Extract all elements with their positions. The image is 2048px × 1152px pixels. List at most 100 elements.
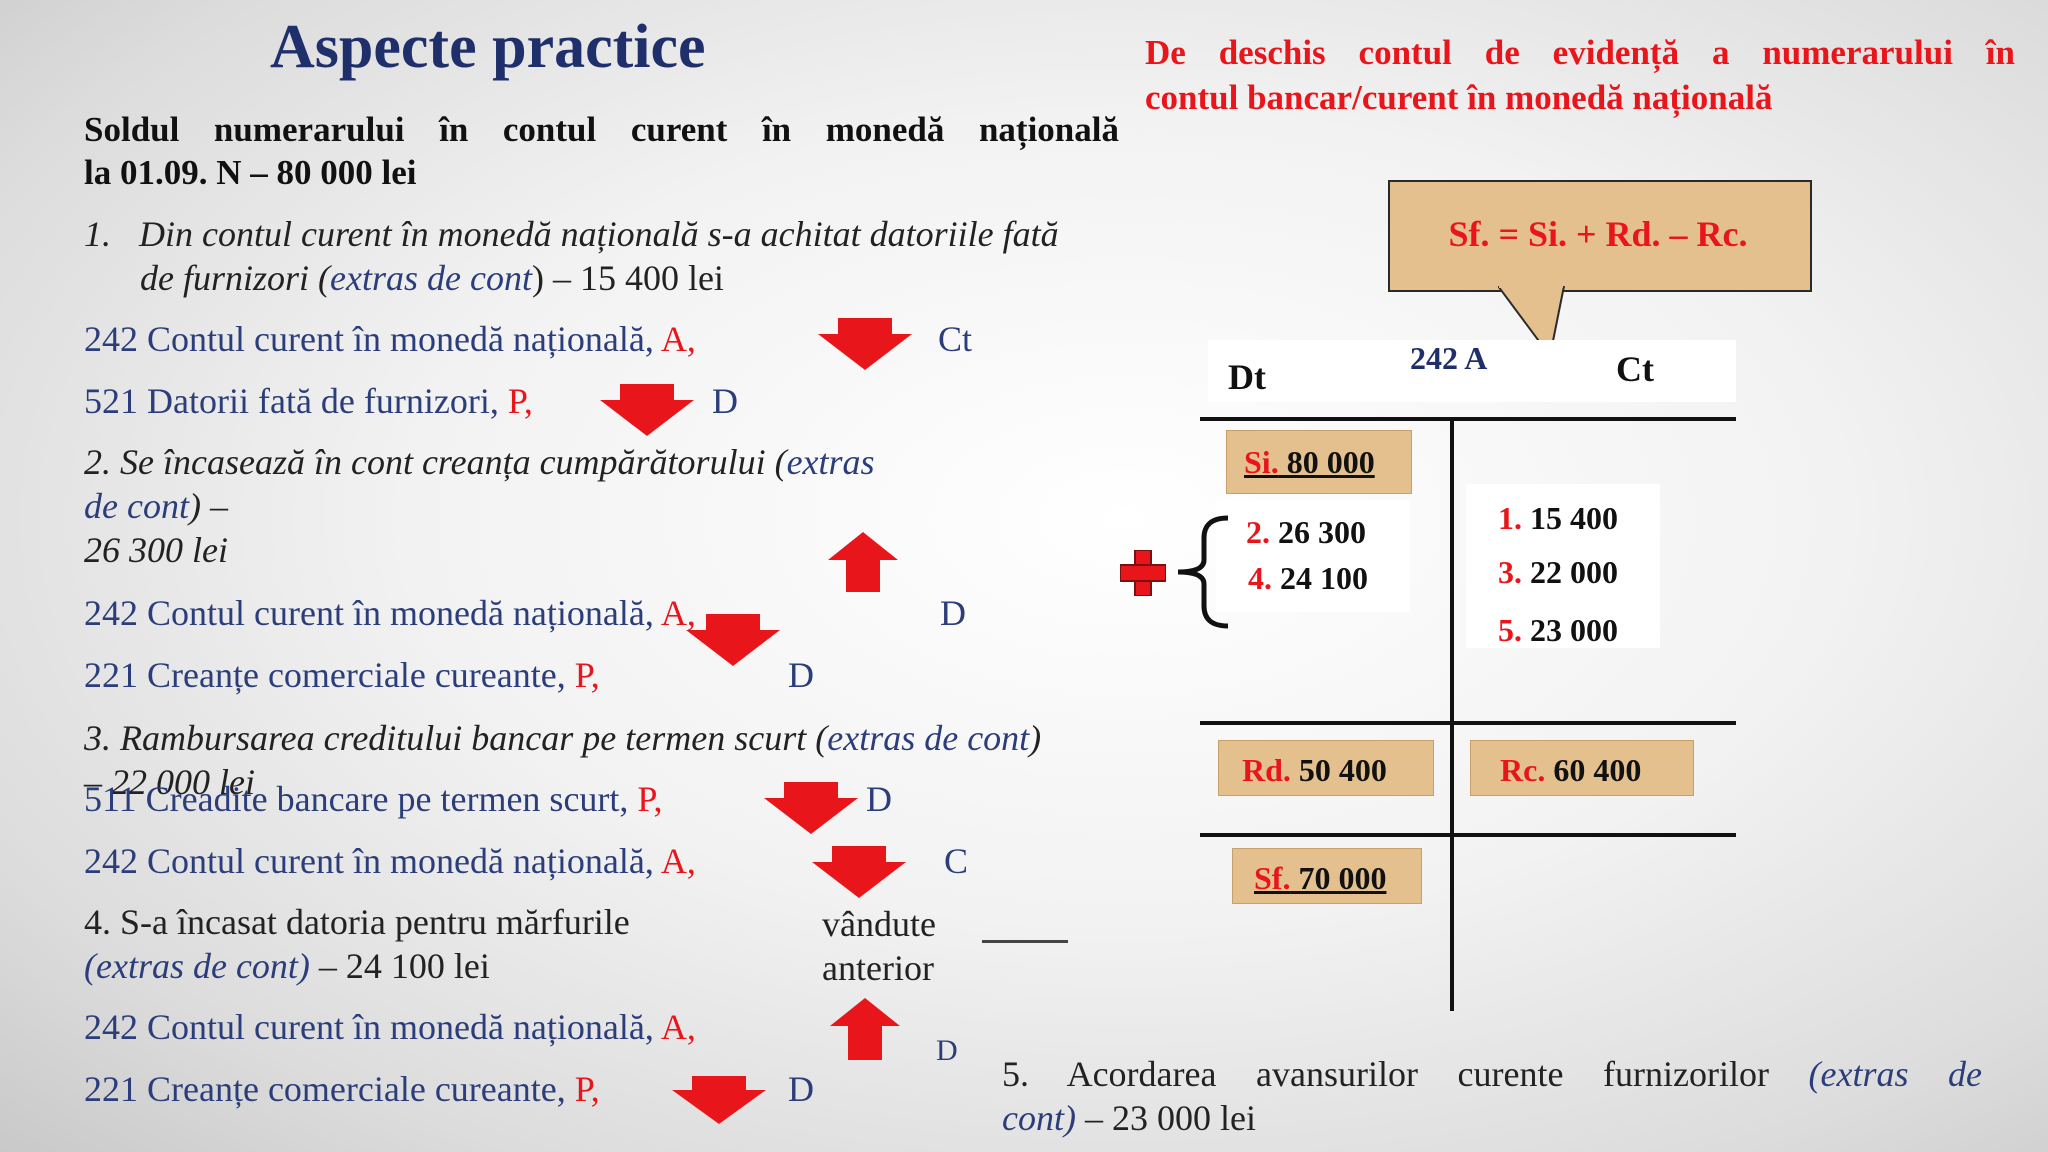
taccount-name: 242 A xyxy=(1410,340,1488,376)
op1-text-a: Din contul curent în monedă națională s-… xyxy=(139,214,1059,254)
op2-text-b: ) – xyxy=(188,486,228,526)
opening-balance: Soldul numerarului în contul curent în m… xyxy=(84,108,1119,194)
arrow-up-icon xyxy=(828,532,898,592)
initial-balance: Si. 80 000 xyxy=(1244,444,1375,480)
credit-entry: 3. 22 000 xyxy=(1498,554,1618,590)
op2-paren-b: de cont xyxy=(84,486,189,526)
arrow-down-icon xyxy=(812,846,906,898)
entry-7-line: 242 Contul curent în monedă națională, A… xyxy=(84,1006,696,1048)
op5-text-b: – 23 000 lei xyxy=(1075,1098,1256,1138)
entry-1-line: 242 Contul curent în monedă națională, A… xyxy=(84,318,696,360)
op3-paren: extras de cont xyxy=(827,718,1030,758)
header-line-2: contul bancar/curent în monedă națională xyxy=(1145,78,1773,117)
op3-text-c: – 22 000 lei xyxy=(84,762,255,802)
taccount-dt: Dt xyxy=(1228,357,1266,397)
entry-account: 221 Creanțe comerciale cureante, xyxy=(84,655,575,695)
formula-text: Sf. = Si. + Rd. – Rc. xyxy=(1448,214,1748,254)
arrow-up-icon xyxy=(830,998,900,1060)
entry-account: 242 Contul curent în monedă națională, xyxy=(84,319,661,359)
op4-text-a: 4. S-a încasat datoria pentru mărfurile xyxy=(84,902,630,942)
taccount-vertical-line xyxy=(1450,419,1454,1011)
op1-paren: extras de cont xyxy=(330,258,532,298)
opening-balance-line-2: la 01.09. N – 80 000 lei xyxy=(84,153,417,192)
entry-type: A, xyxy=(660,319,696,359)
debit-entry: 4. 24 100 xyxy=(1248,560,1368,596)
credit-entry: 5. 23 000 xyxy=(1498,612,1618,648)
formula-callout xyxy=(1388,180,1812,292)
entry-type: A, xyxy=(660,1007,696,1047)
arrow-down-icon xyxy=(686,614,780,666)
credit-entries-box xyxy=(1466,484,1660,648)
taccount-balance-line xyxy=(1200,833,1736,837)
entry-side: D xyxy=(712,381,738,421)
final-balance-box xyxy=(1232,848,1422,904)
entry-side: D xyxy=(936,1034,958,1067)
entry-type: P, xyxy=(507,381,533,421)
entry-side: D xyxy=(788,655,814,695)
entry-account: 242 Contul curent în monedă națională, xyxy=(84,841,661,881)
op2-text-c: 26 300 lei xyxy=(84,530,228,570)
entry-5-line: 511 Creadite bancare pe termen scurt, P, xyxy=(84,778,662,820)
entry-8-line: 221 Creanțe comerciale cureante, P, xyxy=(84,1068,600,1110)
operation-1: 1. Din contul curent în monedă națională … xyxy=(84,212,1059,300)
taccount-header-bg xyxy=(1208,340,1736,402)
entry-type: A, xyxy=(660,593,696,633)
arrow-down-icon xyxy=(818,318,912,370)
op1-text-c: ) – 15 400 lei xyxy=(531,258,724,298)
initial-balance-box xyxy=(1226,430,1412,494)
brace-icon xyxy=(1177,515,1229,629)
entry-account: 242 Contul curent în monedă națională, xyxy=(84,593,661,633)
debit-entries-box xyxy=(1216,500,1410,612)
opening-balance-line-1: Soldul numerarului în contul curent în m… xyxy=(84,110,1119,149)
header-instruction: De deschis contul de evidență a numeraru… xyxy=(1145,30,2015,120)
plus-icon xyxy=(1120,550,1166,596)
page-title: Aspecte practice xyxy=(270,13,706,81)
entry-2-line: 521 Datorii fată de furnizori, P, xyxy=(84,380,533,422)
entry-account: 521 Datorii fată de furnizori, xyxy=(84,381,508,421)
taccount-ct: Ct xyxy=(1616,349,1654,389)
op5-paren-a: (extras de xyxy=(1808,1054,1983,1094)
header-line-1: De deschis contul de evidență a numeraru… xyxy=(1145,33,2015,72)
entry-account: 242 Contul curent în monedă națională, xyxy=(84,1007,661,1047)
operation-2: 2. Se încasează în cont creanța cumpărăt… xyxy=(84,440,875,572)
entry-type: P, xyxy=(574,1069,600,1109)
entry-6-line: 242 Contul curent în monedă națională, A… xyxy=(84,840,696,882)
arrow-down-icon xyxy=(764,782,858,834)
entry-3-line: 242 Contul curent în monedă națională, A… xyxy=(84,592,696,634)
entry-4-line: 221 Creanțe comerciale cureante, P, xyxy=(84,654,600,696)
op2-paren-a: extras xyxy=(786,442,875,482)
final-balance: Sf. 70 000 xyxy=(1254,860,1387,896)
entry-account: 511 Creadite bancare pe termen scurt, xyxy=(84,779,638,819)
op3-text-a: 3. Rambursarea creditului bancar pe term… xyxy=(84,718,828,758)
entry-type: P, xyxy=(637,779,663,819)
taccount-turnover-line xyxy=(1200,721,1736,725)
entry-type: A, xyxy=(660,841,696,881)
operation-3: 3. Rambursarea creditului bancar pe term… xyxy=(84,716,1041,804)
entry-side: Ct xyxy=(938,319,973,359)
op4-dash-line xyxy=(982,940,1068,943)
op5-paren-b: cont) xyxy=(1002,1098,1076,1138)
op2-text-a: 2. Se încasează în cont creanța cumpărăt… xyxy=(84,442,787,482)
op4-word-1: vândute xyxy=(822,904,936,944)
entry-type: P, xyxy=(574,655,600,695)
arrow-down-icon xyxy=(672,1076,766,1124)
op1-text-b: de furnizori ( xyxy=(140,258,331,298)
op1-number: 1. xyxy=(84,214,111,254)
op4-paren: (extras de cont) xyxy=(84,946,310,986)
debit-turnover-box xyxy=(1218,740,1434,796)
credit-turnover-box xyxy=(1470,740,1694,796)
entry-side: D xyxy=(940,593,966,633)
entry-account: 221 Creanțe comerciale cureante, xyxy=(84,1069,575,1109)
entry-side: C xyxy=(944,841,969,881)
credit-turnover: Rc. 60 400 xyxy=(1500,752,1642,788)
operation-5: 5. Acordarea avansurilor curente furnizo… xyxy=(1002,1052,1982,1140)
credit-entry: 1. 15 400 xyxy=(1498,500,1618,536)
op4-text-b: – 24 100 lei xyxy=(309,946,490,986)
debit-entry: 2. 26 300 xyxy=(1246,514,1366,550)
operation-4: 4. S-a încasat datoria pentru mărfurile … xyxy=(84,900,630,988)
op5-text-a: 5. Acordarea avansurilor curente furnizo… xyxy=(1002,1054,1809,1094)
arrow-down-icon xyxy=(600,384,694,436)
operation-4-side-words: vândute anterior xyxy=(822,902,936,990)
op3-text-b: ) xyxy=(1029,718,1042,758)
callout-pointer xyxy=(1498,286,1566,358)
